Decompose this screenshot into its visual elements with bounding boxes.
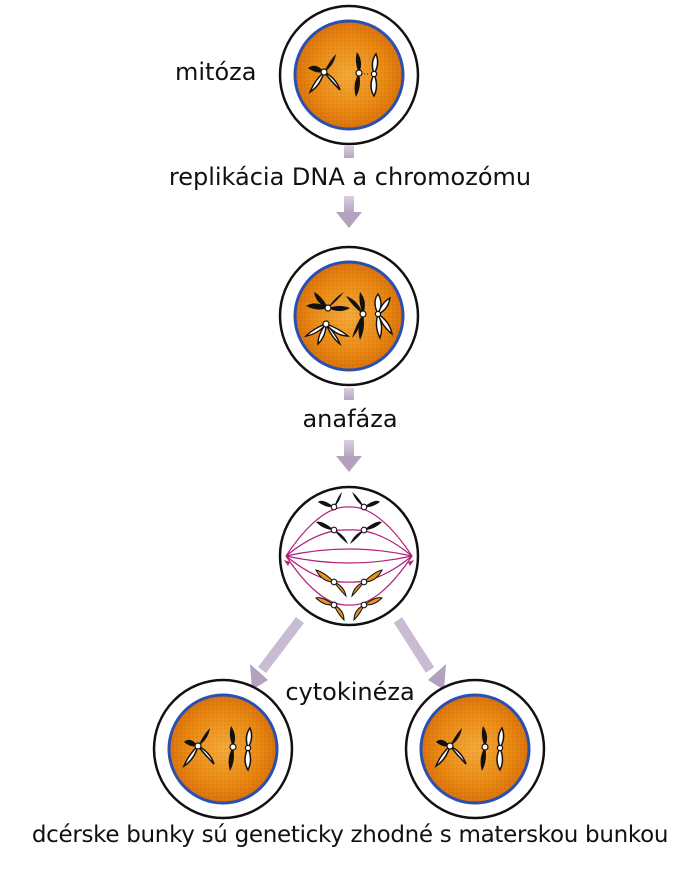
- nucleus-texture: [297, 264, 401, 368]
- nucleus-texture: [297, 23, 401, 127]
- anaphase-cell: [278, 485, 420, 627]
- chromatids-light: [315, 569, 383, 622]
- arrow-down-left-icon: [250, 616, 304, 690]
- label-cytokinesis: cytokinéza: [285, 678, 415, 706]
- arrow-down-icon: [336, 388, 362, 472]
- mother-cell: [278, 4, 420, 146]
- cell-membrane: [278, 485, 420, 627]
- arrow-down-icon: [336, 146, 362, 228]
- nucleus-texture: [423, 697, 527, 801]
- chromatids-dark: [316, 492, 382, 544]
- label-daughter-cells: dcérske bunky sú geneticky zhodné s mate…: [31, 822, 669, 848]
- label-replication: replikácia DNA a chromozómu: [168, 163, 532, 191]
- chromosomes: [182, 726, 253, 772]
- daughter-cell-right: [404, 678, 546, 820]
- centromeres: [330, 503, 368, 534]
- daughter-cell-left: [152, 678, 294, 820]
- spindle-fibers: [285, 506, 413, 606]
- replicated-cell: [278, 245, 420, 387]
- chromosomes: [303, 292, 393, 347]
- arrow-down-right-icon: [393, 617, 446, 690]
- centriole-icon: [408, 560, 414, 566]
- label-mitosis: mitóza: [175, 58, 257, 86]
- chromosomes: [308, 52, 379, 98]
- nucleus-texture: [171, 697, 275, 801]
- centriole-icon: [284, 560, 290, 566]
- chromosomes: [434, 726, 505, 772]
- label-anaphase: anafáza: [302, 405, 398, 433]
- centromeres: [330, 578, 368, 609]
